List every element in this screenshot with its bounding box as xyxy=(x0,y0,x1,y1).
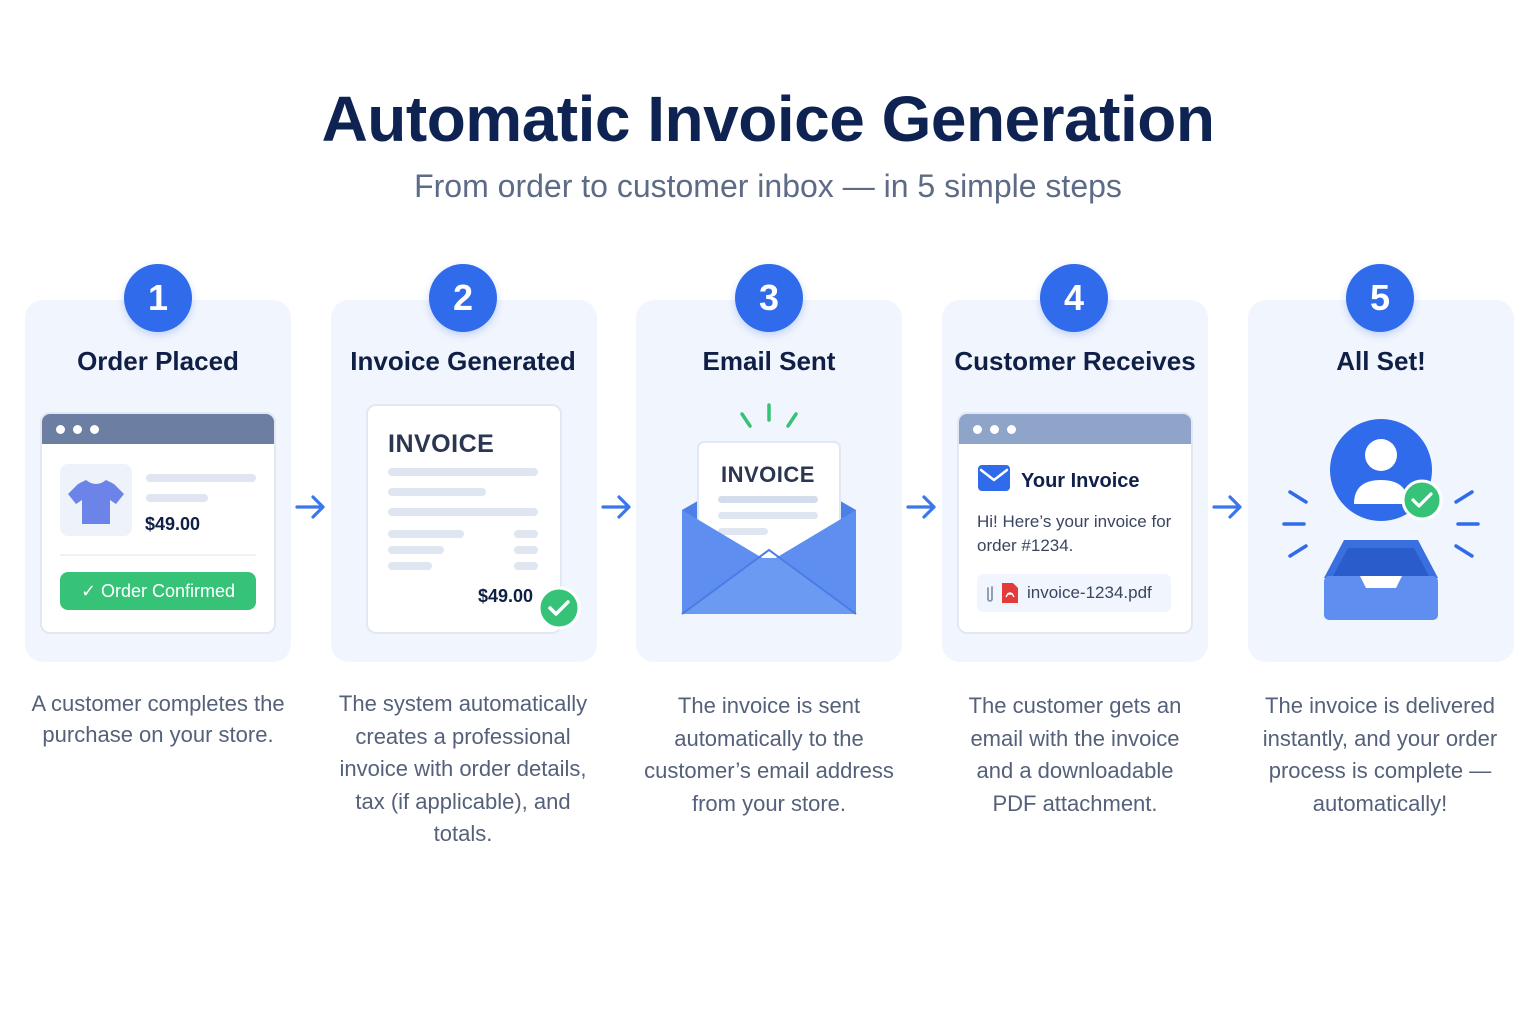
step-4-description: The customer gets an email with the invo… xyxy=(968,693,1182,816)
step-3-card: INVOICE xyxy=(636,300,902,662)
product-thumbnail xyxy=(60,464,132,536)
store-window: $49.00 ✓ Order Confirmed xyxy=(40,412,276,634)
step-5-card xyxy=(1248,300,1514,662)
step-5-title: All Set! xyxy=(1336,346,1426,376)
envelope-invoice-heading: INVOICE xyxy=(721,462,815,487)
step-4-title: Customer Receives xyxy=(954,346,1196,376)
mail-icon xyxy=(978,465,1010,491)
sparkle-icon xyxy=(740,403,798,428)
step-5-description: The invoice is delivered instantly, and … xyxy=(1262,693,1498,816)
pdf-attachment[interactable]: invoice-1234.pdf xyxy=(977,574,1171,612)
step-5-badge: 5 xyxy=(1346,264,1414,332)
step-2-card: INVOICE $49.00 xyxy=(331,300,597,662)
arrow-right-icon xyxy=(1212,495,1242,519)
step-1-title: Order Placed xyxy=(77,346,239,376)
product-price: $49.00 xyxy=(145,514,201,534)
window-titlebar xyxy=(42,414,274,444)
step-1-badge: 1 xyxy=(124,264,192,332)
tshirt-icon xyxy=(68,480,124,524)
pdf-icon xyxy=(1002,583,1018,603)
step-2-badge: 2 xyxy=(429,264,497,332)
invoice-heading: INVOICE xyxy=(388,430,495,458)
step-1-card: $49.00 ✓ Order Confirmed xyxy=(25,300,291,662)
step-3-title: Email Sent xyxy=(702,346,836,376)
step-4-badge: 4 xyxy=(1040,264,1108,332)
window-titlebar xyxy=(959,414,1191,444)
attachment-filename: invoice-1234.pdf xyxy=(1027,583,1152,602)
step-2-title: Invoice Generated xyxy=(350,346,576,376)
invoice-document: INVOICE $49.00 xyxy=(366,404,562,634)
envelope-icon xyxy=(681,441,857,615)
page-subtitle: From order to customer inbox — in 5 simp… xyxy=(414,168,1122,204)
step-2-description: The system automatically creates a profe… xyxy=(338,691,588,846)
step-4-card: Your Invoice Hi! Here’s your invoice for… xyxy=(942,300,1208,662)
arrow-right-icon xyxy=(295,495,325,519)
order-confirmed-button[interactable]: ✓ Order Confirmed xyxy=(60,572,256,610)
invoice-total: $49.00 xyxy=(478,586,534,606)
step-3-badge: 3 xyxy=(735,264,803,332)
user-inbox-icon xyxy=(1282,419,1480,620)
step-1-description: A customer completes the purchase on you… xyxy=(31,691,285,747)
email-window: Your Invoice Hi! Here’s your invoice for… xyxy=(957,412,1193,634)
check-circle-icon xyxy=(537,586,581,630)
step-3-description: The invoice is sent automatically to the… xyxy=(644,693,894,816)
email-subject: Your Invoice xyxy=(1021,470,1140,492)
paperclip-icon xyxy=(987,586,993,602)
email-body: Hi! Here’s your invoice for order #1234. xyxy=(977,512,1172,555)
page-title: Automatic Invoice Generation xyxy=(321,83,1215,155)
arrow-right-icon xyxy=(906,495,936,519)
arrow-right-icon xyxy=(601,495,631,519)
